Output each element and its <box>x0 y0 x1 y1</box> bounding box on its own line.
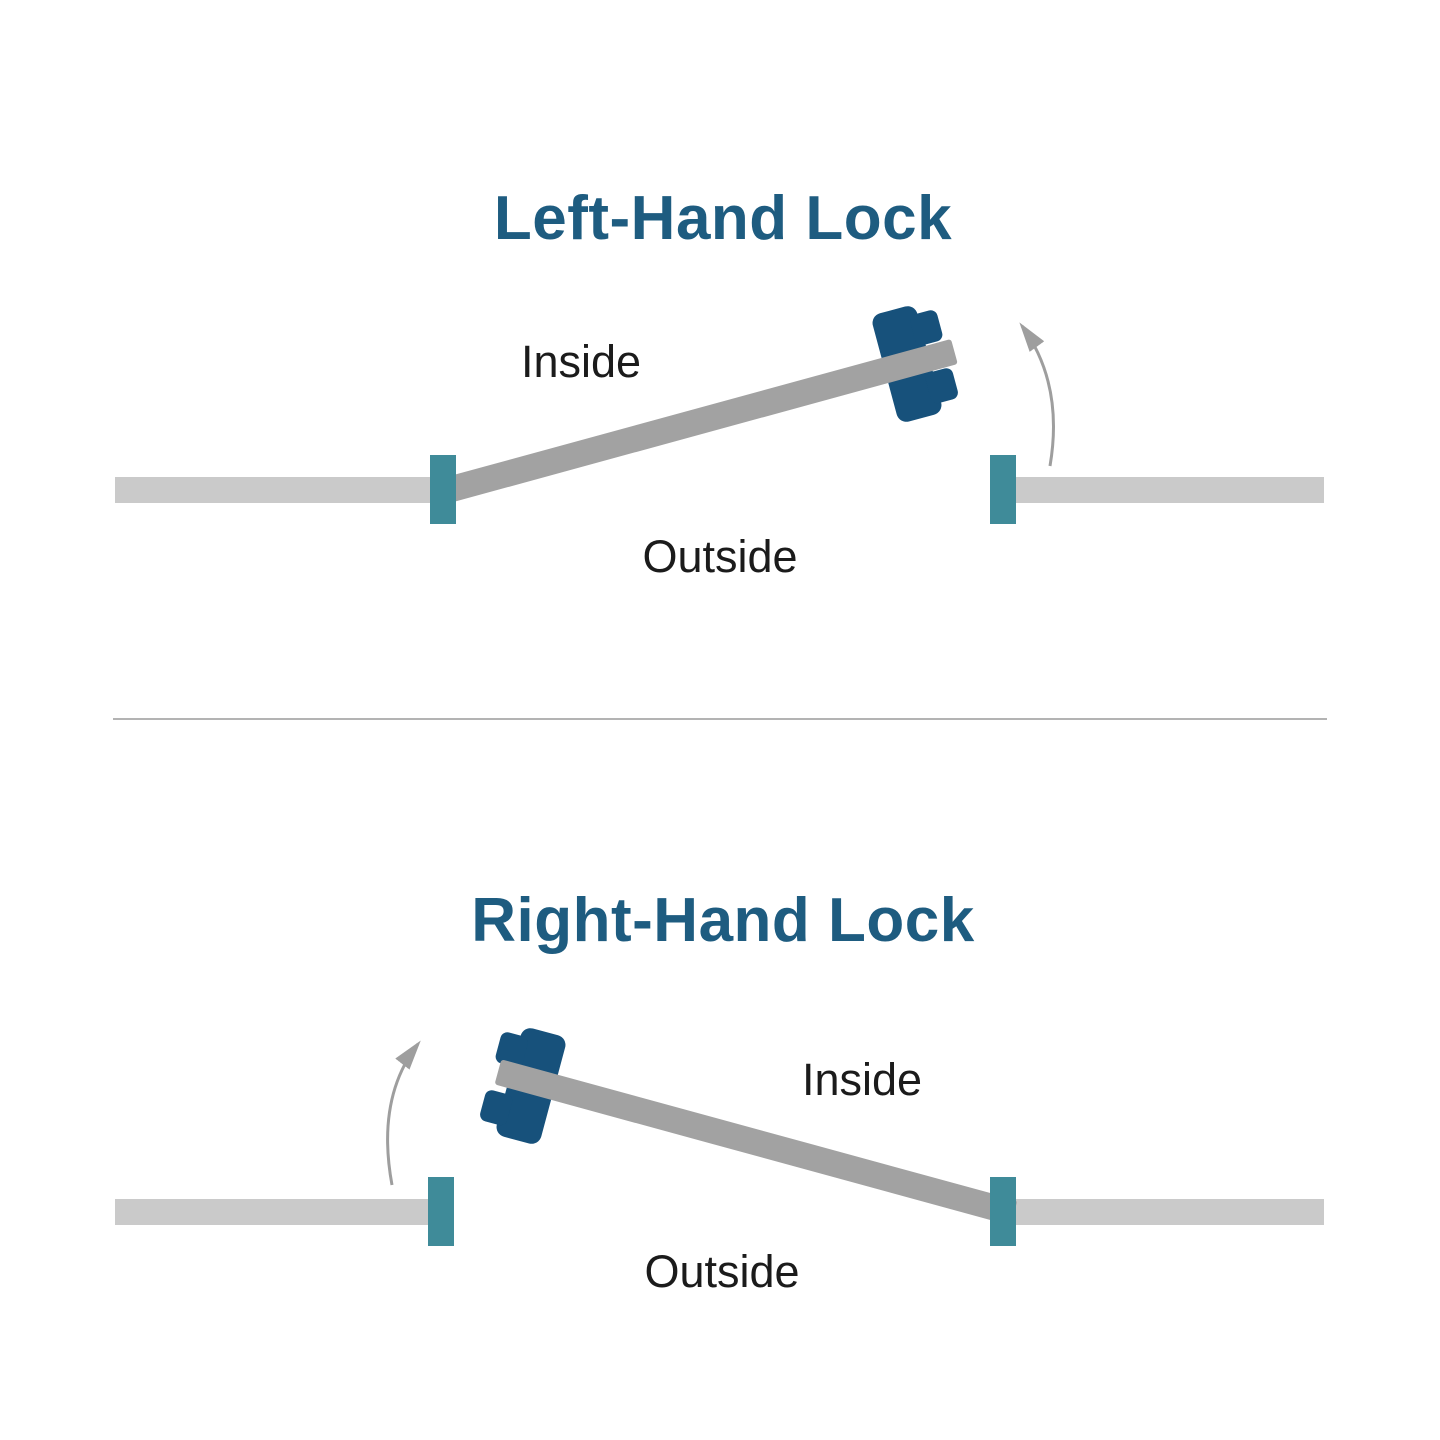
door-jamb-right <box>990 1177 1016 1246</box>
section-divider <box>113 718 1327 720</box>
wall-segment-right <box>1016 477 1324 503</box>
door-jamb-left <box>430 455 456 524</box>
wall-segment-left <box>115 1199 430 1225</box>
swing-arrow-icon <box>1019 322 1055 467</box>
inside-label: Inside <box>520 336 642 387</box>
door-jamb-right <box>990 455 1016 524</box>
inside-label: Inside <box>801 1054 923 1105</box>
swing-arrow-icon <box>386 1040 421 1186</box>
wall-segment-right <box>1016 1199 1324 1225</box>
outside-label: Outside <box>644 1246 800 1297</box>
wall-segment-left <box>115 477 431 503</box>
section-title-right-hand-lock: Right-Hand Lock <box>471 885 975 955</box>
outside-label: Outside <box>642 531 798 582</box>
section-title-left-hand-lock: Left-Hand Lock <box>493 183 953 253</box>
door-jamb-left <box>428 1177 454 1246</box>
door-panel <box>494 1059 1018 1226</box>
